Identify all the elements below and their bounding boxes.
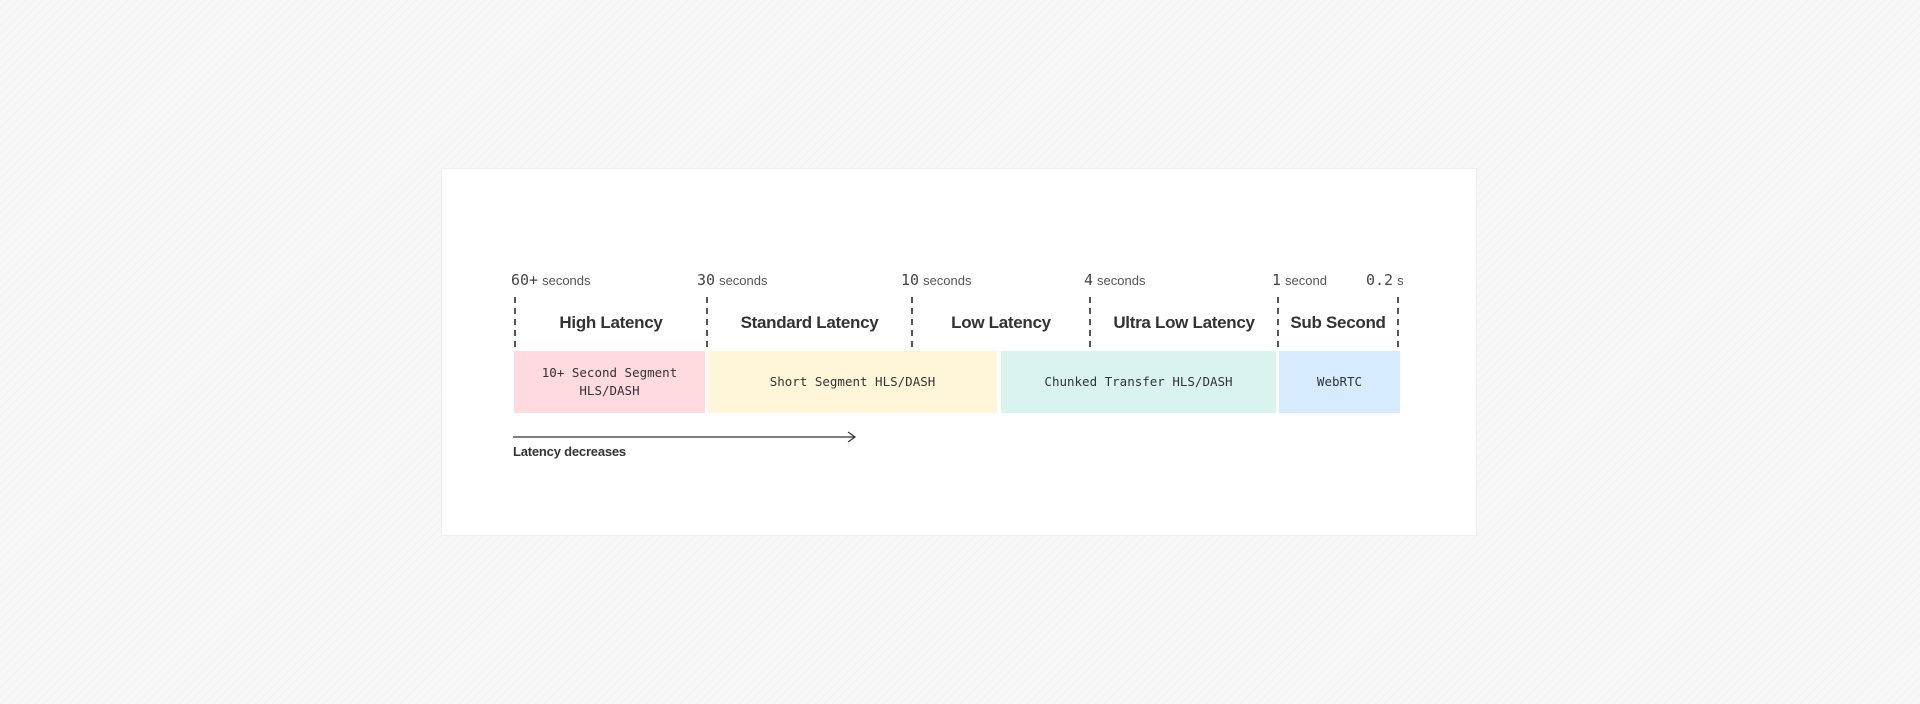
boundary-divider: [1089, 297, 1091, 347]
protocol-block-segment-hls-dash: 10+ Second Segment HLS/DASH: [514, 351, 705, 413]
tick-label: 60+seconds: [511, 273, 591, 289]
tick-unit: seconds: [542, 273, 591, 288]
category-label-high-latency: High Latency: [559, 313, 663, 332]
protocol-block-chunked-transfer: Chunked Transfer HLS/DASH: [1001, 351, 1276, 413]
protocol-block-label: WebRTC: [1316, 374, 1363, 389]
boundary-divider: [1397, 297, 1399, 347]
category-label-sub-second: Sub Second: [1290, 313, 1386, 332]
boundary-divider: [1277, 297, 1279, 347]
tick-unit: seconds: [719, 273, 768, 288]
arrow-caption: Latency decreases: [513, 444, 626, 459]
tick-value: 30: [697, 271, 716, 289]
tick-value: 0.2: [1366, 271, 1394, 289]
tick-value: 10: [901, 271, 920, 289]
category-label-ultra-low-latency: Ultra Low Latency: [1113, 313, 1255, 332]
protocol-block-label: Short Segment HLS/DASH: [769, 374, 936, 389]
protocol-block-label: 10+ Second Segment HLS/DASH: [541, 365, 678, 398]
protocol-block-webrtc: WebRTC: [1279, 351, 1400, 413]
protocol-block-label: Chunked Transfer HLS/DASH: [1044, 374, 1233, 389]
category-label-standard-latency: Standard Latency: [740, 313, 879, 332]
boundary-divider: [911, 297, 913, 347]
tick-value: 1: [1272, 271, 1282, 289]
protocol-block-short-segment: Short Segment HLS/DASH: [708, 351, 997, 413]
tick-value: 60+: [511, 271, 539, 289]
tick-unit: seconds: [1097, 273, 1146, 288]
tick-value: 4: [1084, 271, 1094, 289]
arrow-right-icon: [513, 431, 857, 443]
boundary-divider: [514, 297, 516, 347]
tick-unit: second: [1285, 273, 1327, 288]
tick-unit: seconds: [923, 273, 972, 288]
boundary-divider: [706, 297, 708, 347]
category-label-low-latency: Low Latency: [951, 313, 1051, 332]
tick-unit: s: [1397, 273, 1404, 288]
